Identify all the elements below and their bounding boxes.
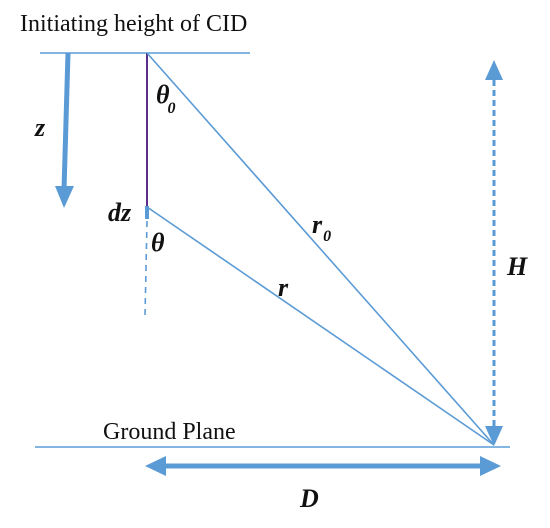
height-arrow-head-up (485, 60, 503, 80)
r0-label: r0 (312, 210, 331, 245)
dz-label: dz (108, 198, 132, 227)
distance-arrow-head-left (145, 456, 166, 476)
r-line (146, 206, 495, 446)
r-label: r (278, 273, 289, 302)
z-arrow-shaft (61, 52, 71, 191)
h-label: H (506, 252, 528, 281)
initiating-height-label: Initiating height of CID (20, 11, 247, 37)
theta0-label: θ0 (156, 80, 176, 117)
theta-label: θ (151, 228, 165, 257)
r0-line (146, 52, 495, 446)
z-label: z (34, 113, 46, 142)
z-arrow-head (55, 186, 74, 208)
distance-arrow-head-right (480, 456, 501, 476)
d-label: D (299, 484, 319, 513)
ground-plane-label: Ground Plane (103, 419, 236, 445)
channel-extension-dashed (144, 220, 148, 317)
height-arrow-head-down (485, 426, 503, 446)
